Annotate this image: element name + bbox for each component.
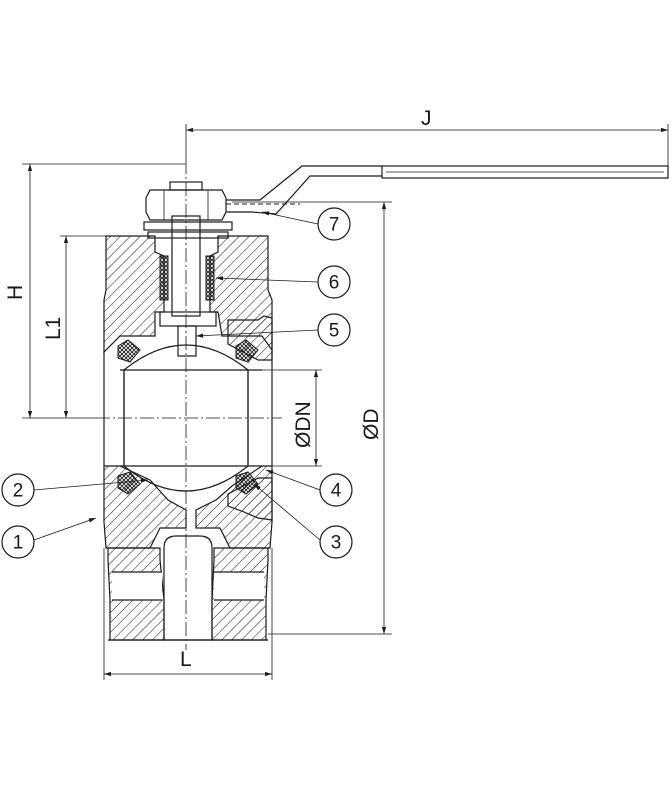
stem-nut [145,189,227,221]
svg-text:1: 1 [13,533,24,554]
svg-text:7: 7 [329,215,340,236]
callout-7: 7 [317,207,351,241]
callout-3: 3 [319,525,353,559]
end-bore [163,535,213,641]
stem-tang [177,325,197,357]
seat-upper-right [235,339,259,363]
stem-packing-left [159,255,169,301]
seat-lower-right [235,471,259,495]
callout-5: 5 [317,313,351,347]
callout-6: 6 [317,265,351,299]
seat-upper-left [117,339,141,363]
svg-text:2: 2 [13,481,24,502]
svg-text:3: 3 [331,533,342,554]
svg-text:4: 4 [331,481,342,502]
dim-j-label: J [421,107,432,130]
callout-2: 2 [1,473,35,507]
gland-washer [143,221,233,231]
handle-grip [381,165,669,179]
upper-body-left [103,235,165,354]
dim-l-label: L [180,648,192,671]
svg-text:6: 6 [329,273,340,294]
callout-1: 1 [1,525,35,559]
seat-lower-left [117,471,141,495]
stop-plate [147,231,229,239]
stem-collar [159,311,217,327]
callout-4: 4 [319,473,353,507]
dim-d-label: ØD [360,409,383,441]
dim-l1-label: L1 [42,317,65,340]
dim-h-label: H [4,285,27,300]
right-thread-white [214,572,264,600]
dim-dn-label: ØDN [292,401,315,448]
stem-packing-right [205,255,215,301]
lever-handle [226,165,382,215]
left-thread-white [112,572,162,600]
svg-text:5: 5 [329,321,340,342]
